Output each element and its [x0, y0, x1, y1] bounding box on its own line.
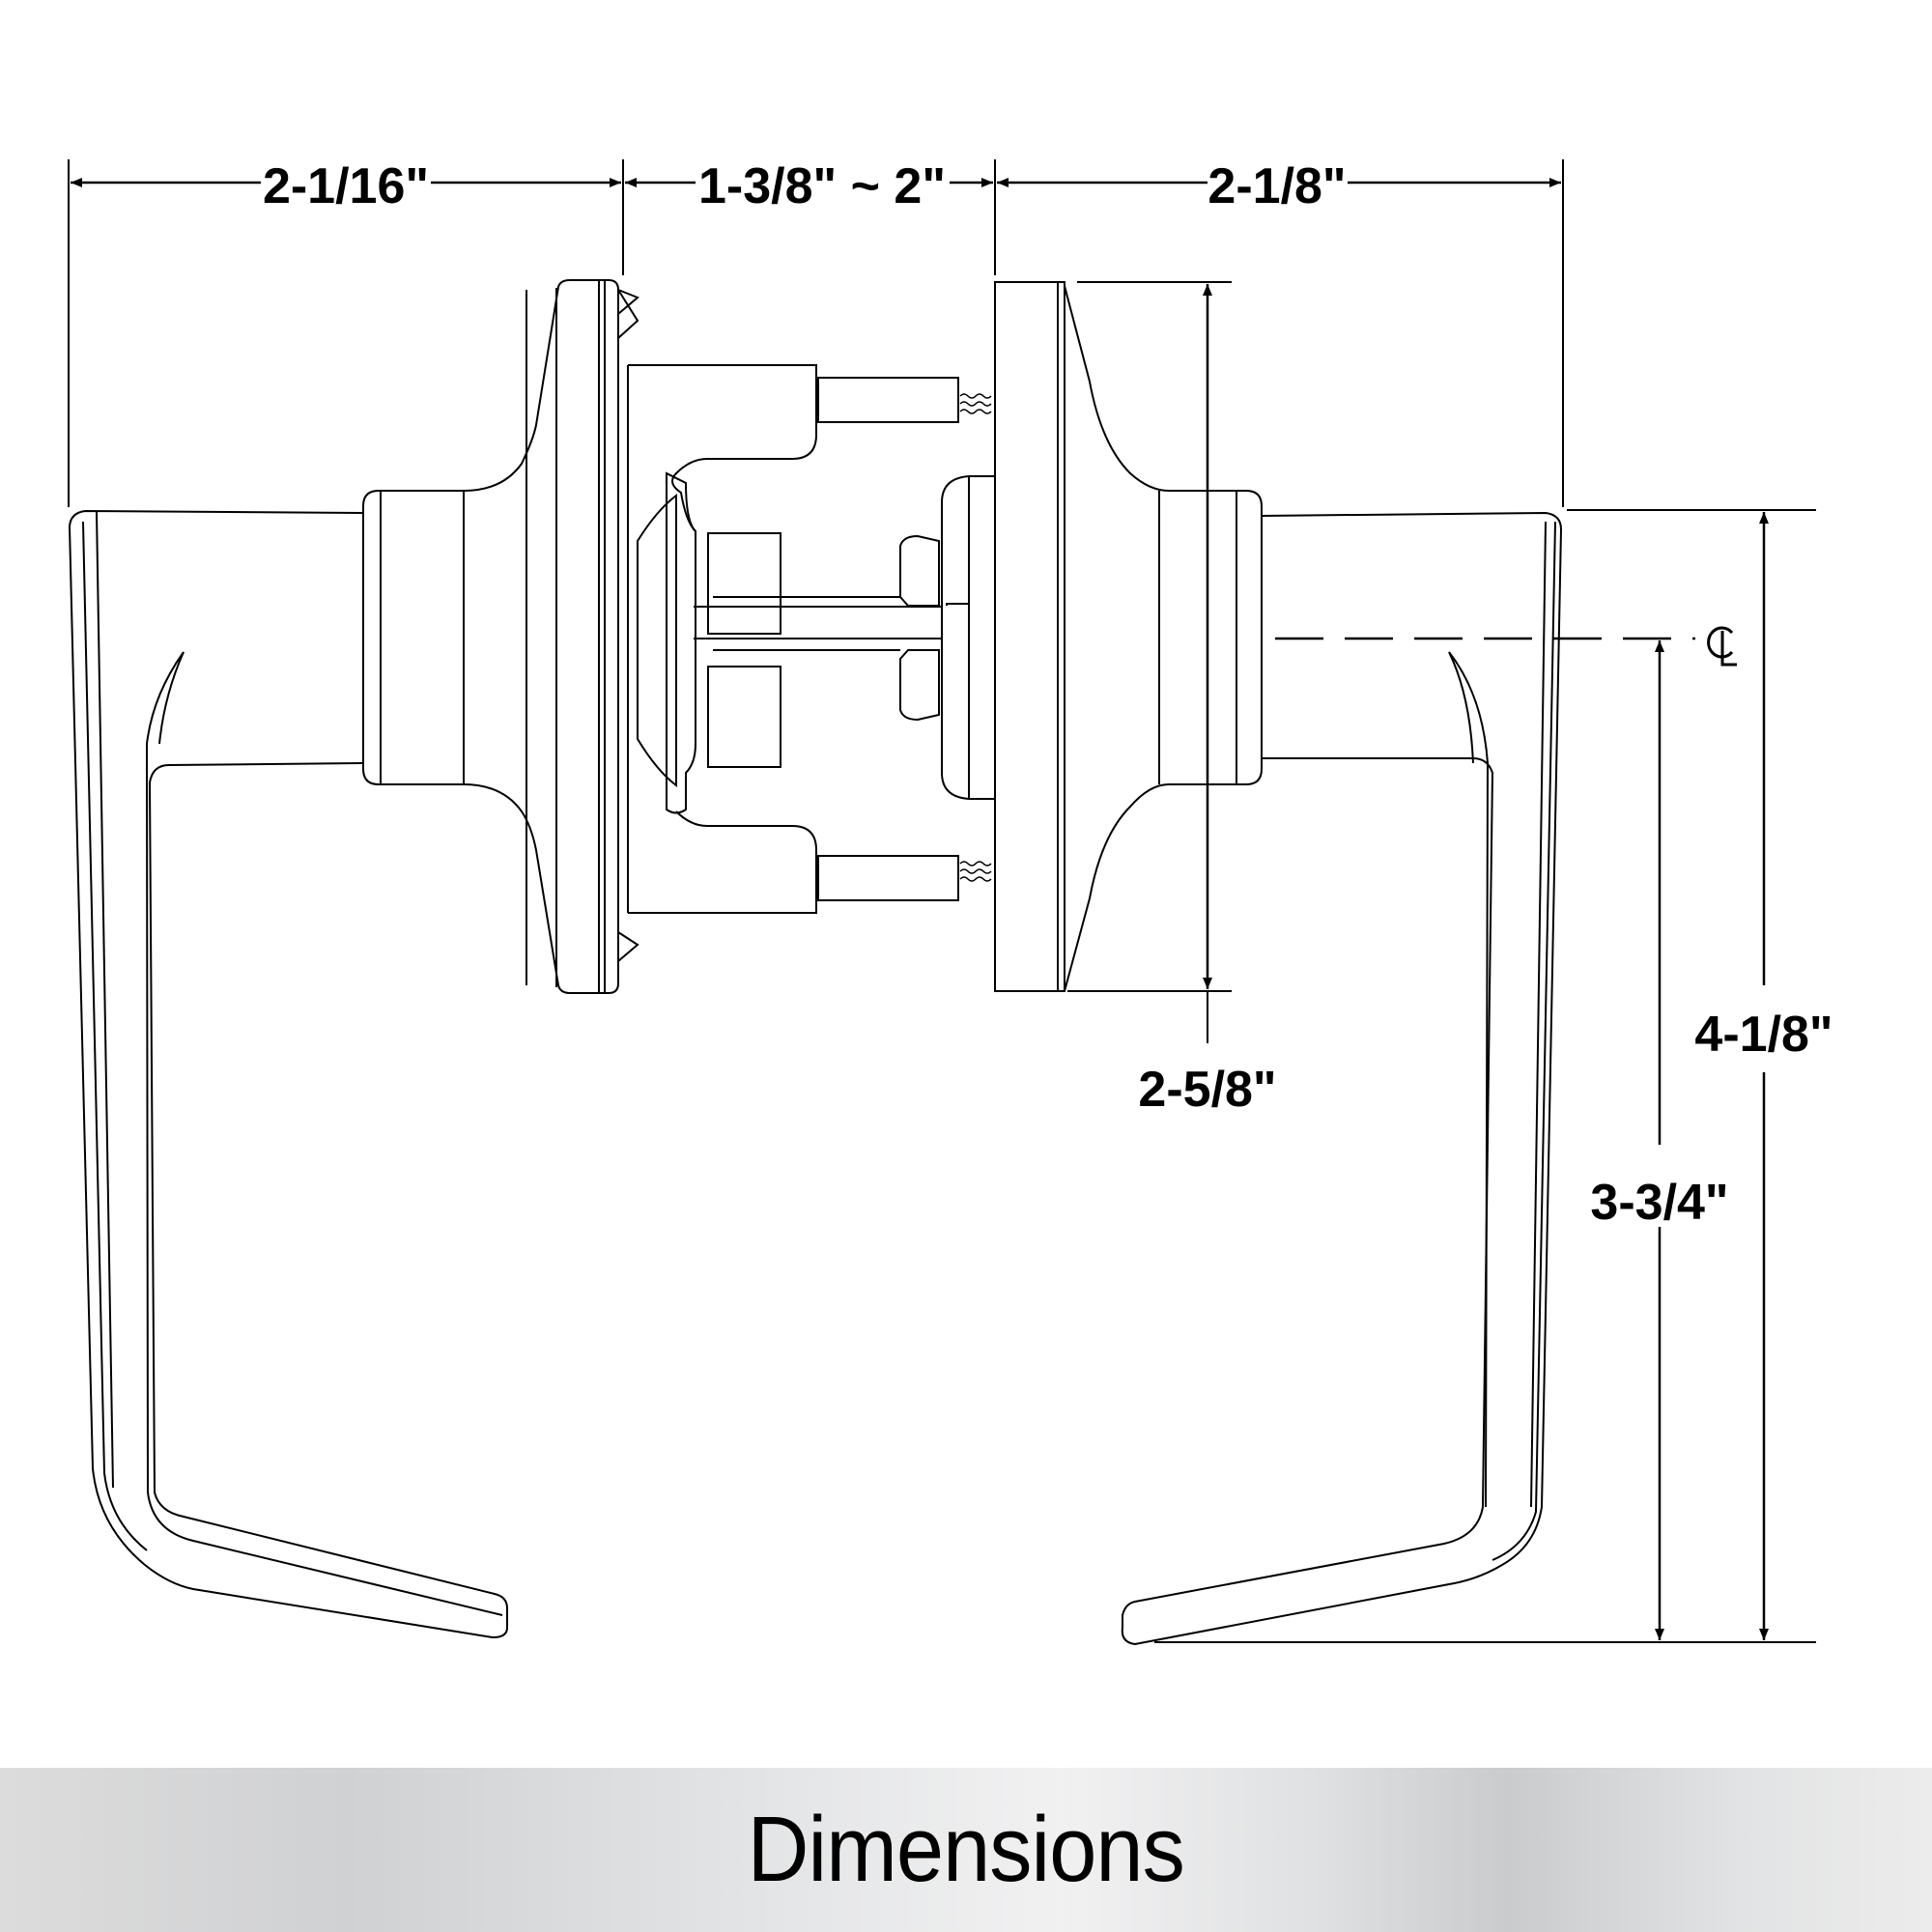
- lever-lock-dimension-drawing: 2-1/16" 1-3/8" ~ 2" 2-1/8" 2-5/8" 4-1/8"…: [68, 158, 1833, 1646]
- right-lever: [1121, 511, 1563, 1646]
- extension-lines: [68, 159, 1564, 507]
- dim-lever-height-total: 4-1/8": [1694, 1007, 1833, 1063]
- height-dimensions: [1154, 509, 1816, 1643]
- rose-dimension: [1067, 281, 1232, 1043]
- dim-lever-drop: 3-3/4": [1590, 1175, 1728, 1231]
- left-lever: [68, 509, 508, 1639]
- screw-threads: [959, 393, 992, 882]
- footer-title: Dimensions: [747, 1798, 1185, 1901]
- lock-chassis: [627, 364, 996, 914]
- footer-banner: Dimensions: [0, 1768, 1932, 1932]
- dim-right-lever-length: 2-1/8": [1208, 158, 1346, 214]
- right-lever-hub: [994, 281, 1263, 992]
- left-lever-hub: [362, 279, 639, 994]
- dim-door-thickness: 1-3/8" ~ 2": [698, 158, 946, 214]
- centerline-symbol-icon: [1707, 626, 1737, 667]
- dim-left-lever-length: 2-1/16": [263, 158, 429, 214]
- dim-rose-diameter: 2-5/8": [1138, 1062, 1276, 1118]
